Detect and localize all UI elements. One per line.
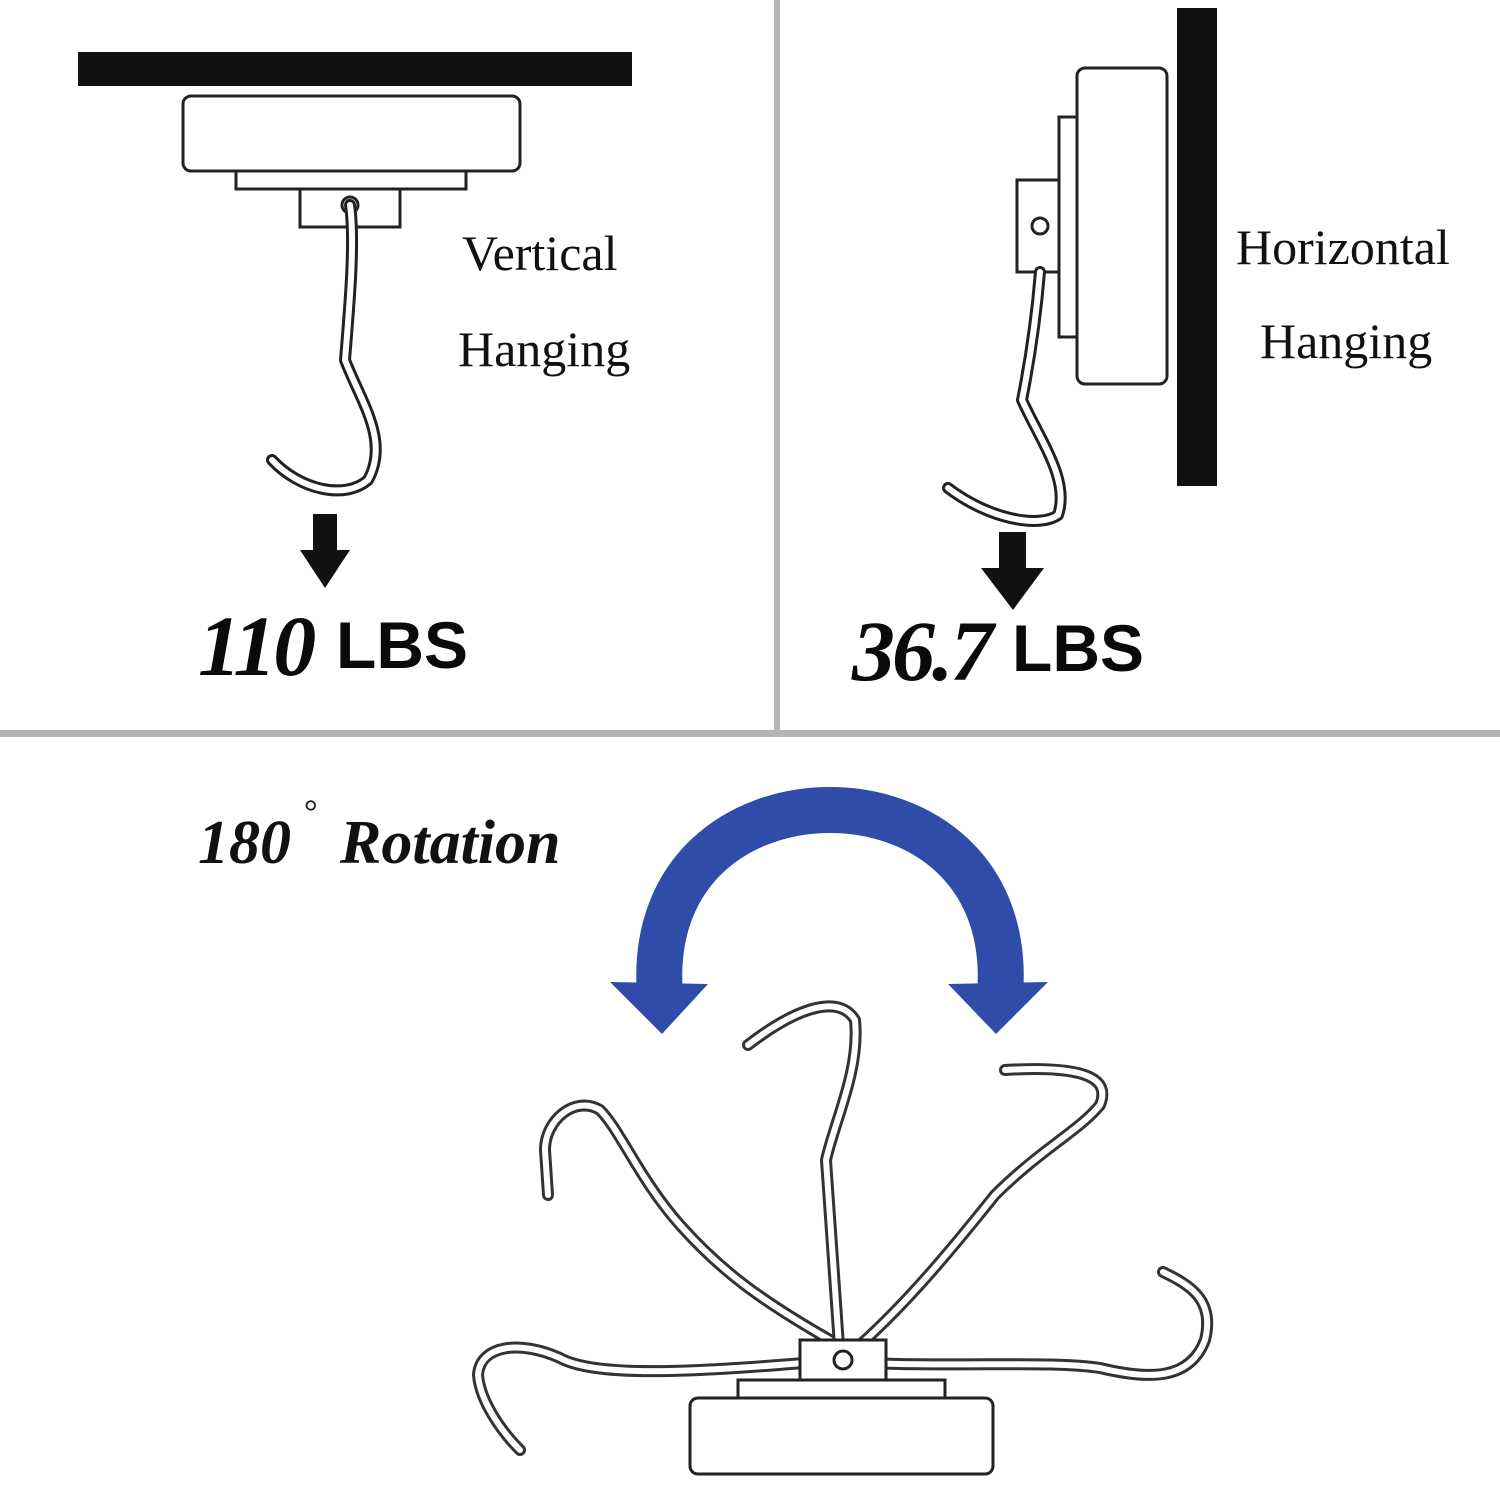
hook-vertical: [266, 199, 382, 497]
hook-position-left: [539, 1099, 836, 1346]
hook-position-right: [854, 1063, 1109, 1351]
horizontal-label-line2: Hanging: [1260, 313, 1433, 369]
magnet-plate-rotation: [736, 1378, 947, 1400]
horizontal-panel-divider: [0, 730, 1500, 737]
rotation-illustration: [472, 786, 1214, 1476]
magnet-plate-vertical: [234, 169, 468, 191]
vertical-panel-divider: [774, 0, 780, 730]
hook-position-far-right: [844, 1266, 1214, 1381]
rotation-angle: 180: [198, 809, 291, 877]
horizontal-hanging-illustration: [942, 8, 1217, 610]
ceiling-bar: [78, 52, 632, 86]
swivel-pin-rotation: [832, 1349, 854, 1371]
horizontal-load-unit: LBS: [1012, 611, 1144, 685]
rotation-label: Rotation: [340, 809, 561, 877]
horizontal-label-line1: Horizontal: [1236, 219, 1450, 275]
down-arrow-horizontal: [981, 532, 1044, 610]
wall-bar: [1177, 8, 1217, 486]
down-arrow-vertical: [300, 514, 350, 588]
swivel-pin-horizontal: [1030, 216, 1050, 236]
magnet-plate-horizontal: [1057, 115, 1079, 339]
horizontal-load-value: 36.7: [852, 603, 993, 699]
rotation-arrowhead-right: [948, 982, 1048, 1034]
magnet-base-vertical: [181, 94, 522, 173]
vertical-hanging-illustration: [78, 52, 632, 588]
magnet-base-horizontal: [1075, 66, 1169, 386]
magnet-base-rotation: [688, 1396, 995, 1476]
rotation-degree-symbol: °: [304, 794, 318, 831]
rotation-arrowhead-left: [610, 982, 708, 1034]
rotation-arrow: [636, 786, 1024, 997]
vertical-label-line1: Vertical: [462, 225, 618, 281]
vertical-load-unit: LBS: [336, 608, 468, 682]
vertical-load-value: 110: [198, 598, 316, 694]
hook-position-center: [742, 1000, 862, 1366]
hook-horizontal: [942, 266, 1067, 527]
vertical-label-line2: Hanging: [458, 321, 631, 377]
